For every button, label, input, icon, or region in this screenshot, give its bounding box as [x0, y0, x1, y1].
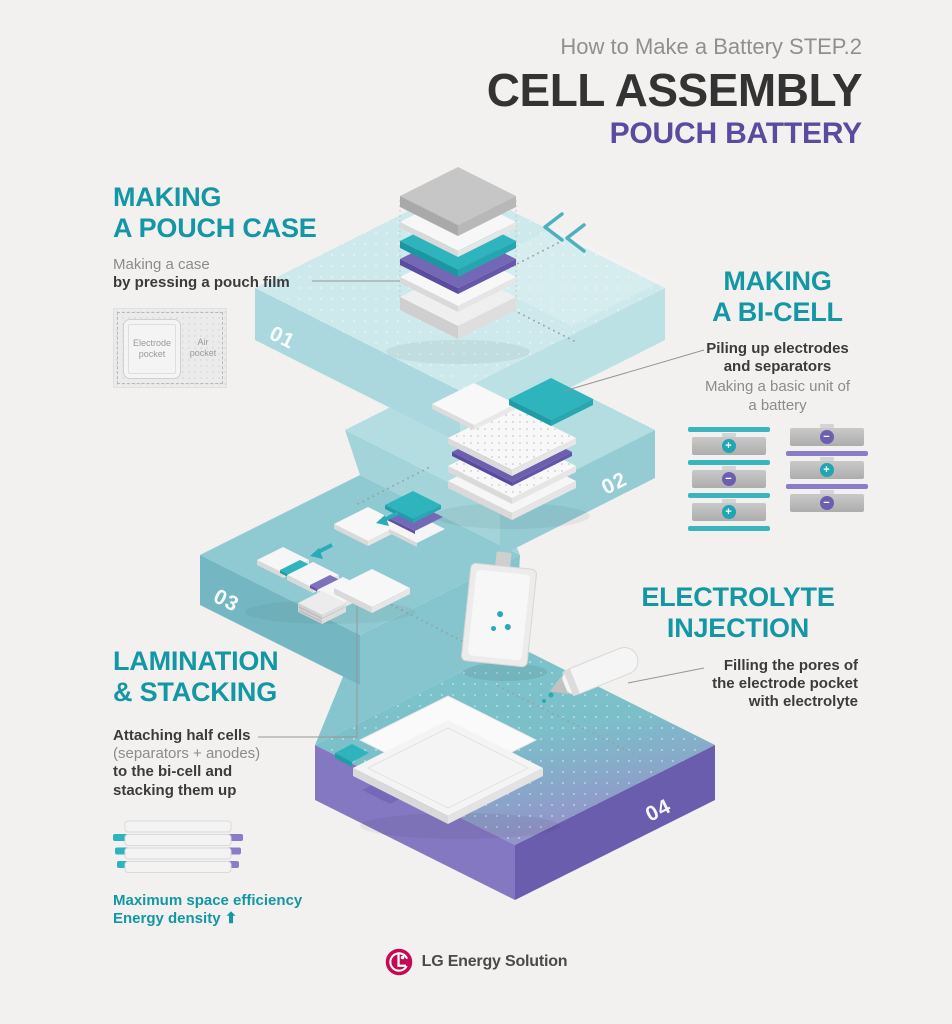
platform-03-front-left-face [200, 555, 360, 685]
step3-title: LAMINATION & STACKING [113, 646, 279, 708]
step2-title: MAKING A BI-CELL [712, 266, 843, 328]
step3-desc-bold-2: to the bi-cell and stacking them up [113, 763, 237, 799]
step1-desc-bold: by pressing a pouch film [113, 273, 290, 291]
header-kicker: How to Make a Battery STEP.2 [560, 34, 862, 59]
striped-stack [298, 591, 346, 624]
step2-block: MAKING A BI-CELL Piling up electrodes an… [655, 266, 900, 533]
lamination-stack-icon [113, 820, 243, 873]
electrode-bar: + [691, 432, 766, 455]
electrode-bar: + [691, 498, 766, 521]
step3-block: LAMINATION & STACKING Attaching half cel… [113, 646, 375, 928]
platform-02-front-right-face [500, 430, 655, 556]
bicell-left-column: + − + [687, 425, 770, 533]
minus-symbol: − [819, 495, 834, 510]
page-title: CELL ASSEMBLY [486, 64, 863, 116]
plus-symbol: + [721, 438, 736, 453]
ramp-2-to-3 [345, 430, 520, 555]
separator-bar [687, 525, 770, 531]
standing-pouch-shadow [463, 663, 547, 681]
benefit-energy-density: Energy density ⬆ [113, 910, 238, 928]
platform-04-front-left-face [315, 745, 515, 900]
standing-pouch [461, 551, 537, 668]
brand-wordmark: LG Energy Solution [421, 953, 568, 970]
stack-arrow-icon [310, 543, 333, 559]
electrode-bar: − [691, 465, 766, 488]
electrode-stack [432, 378, 593, 529]
step4-title: ELECTROLYTE INJECTION [641, 582, 835, 644]
injection-vignette [335, 551, 639, 839]
plus-symbol: + [721, 504, 736, 519]
benefits: Maximum space efficiency Energy density … [113, 892, 375, 929]
electrode-bar: + [789, 456, 864, 479]
platform-04-front-right-face [515, 745, 715, 900]
page-subtitle: POUCH BATTERY [609, 116, 863, 150]
pouch-shadow [360, 813, 560, 839]
bicell-right-column: − + − [785, 423, 868, 533]
minus-symbol: − [721, 471, 736, 486]
separator-bar [687, 492, 770, 498]
lg-logo-icon [385, 948, 412, 976]
path-chevrons-icon [543, 212, 586, 253]
film-layer-gray [400, 167, 516, 236]
electrolyte-dropper [549, 647, 639, 697]
electrode-pocket: Electrode pocket [123, 319, 181, 380]
separator-bar [687, 459, 770, 465]
connector-step2 [563, 349, 705, 392]
lamination-vignette [245, 491, 445, 624]
step1-block: MAKING A POUCH CASE Making a case by pre… [113, 182, 363, 389]
mini-bicell [385, 491, 445, 547]
step4-desc: Filling the pores of the electrode pocke… [712, 656, 858, 711]
pouch-case-icon: Electrode pocket Air pocket [113, 308, 227, 389]
minus-symbol: − [819, 429, 834, 444]
electrolyte-drops [542, 692, 554, 703]
plus-symbol: + [819, 462, 834, 477]
platform-01-path-highlight [465, 228, 660, 326]
pouch-film-stack [386, 167, 530, 364]
platform-01-front-left-face [255, 288, 460, 443]
step4-block: ELECTROLYTE INJECTION Filling the pores … [618, 582, 858, 712]
stacked-pouch [334, 569, 410, 613]
attach-arrow-icon [376, 511, 399, 526]
connector-step3 [258, 606, 358, 738]
connector-lines [258, 280, 705, 738]
benefit-space-efficiency: Maximum space efficiency [113, 891, 303, 909]
air-pocket: Air pocket [182, 319, 224, 377]
separator-bar [687, 426, 770, 432]
electrode-bar: − [789, 489, 864, 512]
stack-shadow [386, 340, 530, 364]
step1-title: MAKING A POUCH CASE [113, 182, 317, 244]
bicell-diagram: + − + − + [687, 423, 868, 533]
air-pocket-label: Air pocket [189, 336, 217, 359]
separator-bar [785, 483, 868, 489]
separator-bar [785, 450, 868, 456]
connector-step4 [627, 667, 705, 684]
step1-desc-plain: Making a case [113, 255, 210, 273]
electrode-bar: − [789, 423, 864, 446]
step2-desc-plain: Making a basic unit of a battery [704, 378, 851, 414]
footer: LG Energy Solution [0, 948, 952, 976]
electrode-pocket-label: Electrode pocket [132, 337, 172, 360]
up-arrow-icon: ⬆ [224, 910, 238, 928]
step3-desc-plain: (separators + anodes) [113, 744, 261, 762]
floating-white-sheet [432, 383, 516, 430]
step2-desc-bold: Piling up electrodes and separators [706, 339, 849, 375]
step3-desc-bold-1: Attaching half cells [113, 726, 251, 744]
flat-pouch [335, 695, 543, 824]
header: How to Make a Battery STEP.2 CELL ASSEMB… [486, 34, 863, 151]
